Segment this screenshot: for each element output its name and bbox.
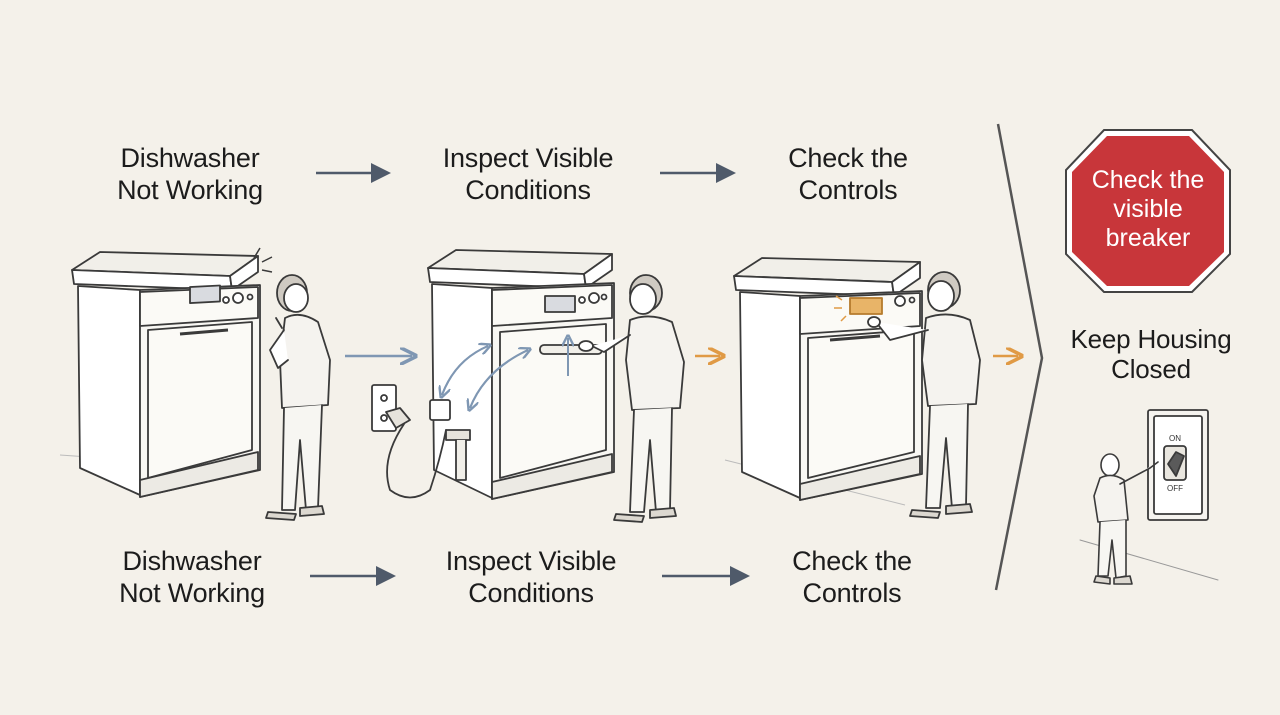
bottom-step-1-line2: Not Working <box>119 578 265 608</box>
section-divider <box>994 123 1044 591</box>
person-2-illustration <box>578 274 685 523</box>
bottom-step-2-line1: Inspect Visible <box>445 546 617 576</box>
bottom-step-2-line2: Conditions <box>468 578 594 608</box>
outlet-and-hose-illustration <box>371 384 471 499</box>
keep-housing-closed-label: Keep Housing Closed <box>1050 324 1252 384</box>
stop-sign-text: Check the visible breaker <box>1070 166 1226 253</box>
top-step-1-label: Dishwasher Not Working <box>90 142 290 206</box>
stop-sign-line1: Check the <box>1091 166 1205 194</box>
top-step-2-line1: Inspect Visible <box>442 143 614 173</box>
bottom-step-1-line1: Dishwasher <box>122 546 262 576</box>
stop-sign <box>1065 129 1231 293</box>
keep-housing-line2: Closed <box>1111 354 1191 384</box>
top-step-1-line1: Dishwasher <box>120 143 260 173</box>
dishwasher-3-illustration <box>724 257 923 506</box>
top-step-1-line2: Not Working <box>117 175 263 205</box>
inspection-arrows <box>442 338 568 408</box>
person-1-illustration <box>265 274 331 521</box>
bottom-step-1-label: Dishwasher Not Working <box>92 545 292 609</box>
dishwasher-1-illustration <box>59 247 273 498</box>
stop-sign-line3: breaker <box>1105 224 1191 252</box>
top-step-3-line1: Check the <box>788 143 908 173</box>
top-step-2-line2: Conditions <box>465 175 591 205</box>
switch-on-label: ON <box>1169 434 1181 443</box>
switch-off-label: OFF <box>1167 484 1183 493</box>
bottom-step-2-label: Inspect Visible Conditions <box>418 545 644 609</box>
top-step-3-line2: Controls <box>798 175 898 205</box>
top-step-2-label: Inspect Visible Conditions <box>410 142 646 206</box>
bottom-step-3-line1: Check the <box>792 546 912 576</box>
dishwasher-2-illustration <box>427 249 615 500</box>
keep-housing-line1: Keep Housing <box>1070 324 1232 354</box>
bottom-step-3-line2: Controls <box>802 578 902 608</box>
stop-sign-line2: visible <box>1113 195 1183 223</box>
person-4-illustration <box>1079 453 1219 585</box>
person-3-illustration <box>867 271 981 519</box>
bottom-step-3-label: Check the Controls <box>764 545 940 609</box>
breaker-switch-panel <box>1147 409 1209 521</box>
top-step-3-label: Check the Controls <box>760 142 936 206</box>
